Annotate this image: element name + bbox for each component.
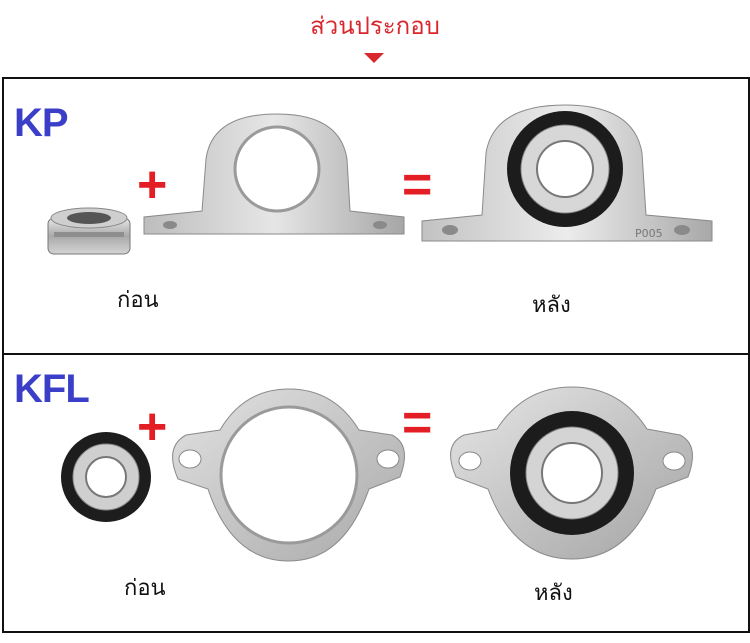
bearing-insert-image xyxy=(47,207,131,255)
caption-after-kfl: หลัง xyxy=(534,581,573,606)
assembled-kfl-bearing-image xyxy=(450,386,693,560)
down-arrow-icon xyxy=(364,53,384,63)
equals-sign: = xyxy=(402,156,433,214)
equals-sign: = xyxy=(402,394,433,452)
part-mark: P005 xyxy=(635,227,663,240)
plus-sign: + xyxy=(137,398,168,456)
kp-panel: KP + = xyxy=(2,77,750,355)
caption-before-kfl: ก่อน xyxy=(124,576,166,601)
section-label-kp: KP xyxy=(14,101,69,145)
page-title: ส่วนประกอบ xyxy=(310,12,440,40)
ball-bearing-image xyxy=(61,432,151,522)
assembled-kp-bearing-image: P005 xyxy=(421,104,713,242)
section-label-kfl: KFL xyxy=(14,367,90,411)
caption-before-kp: ก่อน xyxy=(117,288,159,313)
flange-housing-image xyxy=(172,388,405,562)
plus-sign: + xyxy=(137,156,168,214)
caption-after-kp: หลัง xyxy=(532,293,571,318)
pillow-block-housing-image xyxy=(143,113,405,235)
kfl-panel: KFL + = ก่อน หลัง xyxy=(2,353,750,633)
